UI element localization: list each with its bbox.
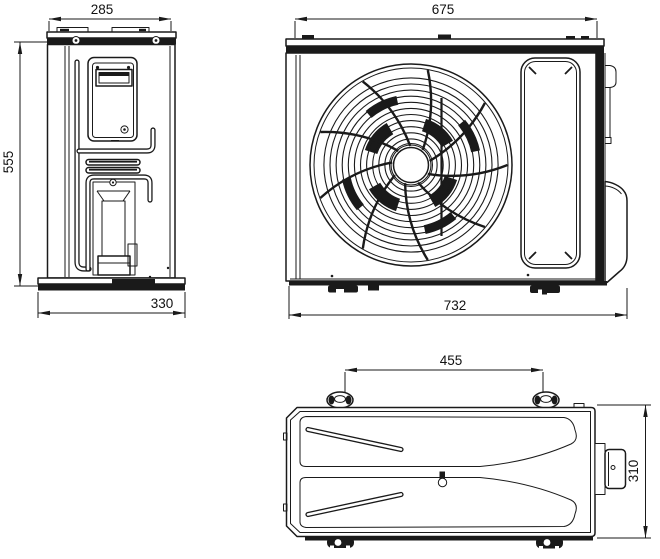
mounting-foot-bolts-top bbox=[326, 391, 560, 409]
fan-grille-rings bbox=[323, 77, 499, 253]
dimension-depth: 310 bbox=[597, 404, 651, 539]
side-view: 285 555 bbox=[1, 2, 186, 318]
front-view: 675 bbox=[285, 2, 628, 319]
fan-blades bbox=[341, 95, 481, 236]
dimension-cabinet-width: 675 bbox=[294, 2, 598, 38]
dim-label-455: 455 bbox=[440, 353, 463, 368]
pipe-cover-panel bbox=[92, 178, 170, 279]
side-base bbox=[37, 277, 186, 291]
dim-label-285: 285 bbox=[91, 2, 114, 17]
side-top-cap bbox=[46, 27, 177, 45]
side-vent-slots bbox=[85, 158, 141, 174]
drain-hole bbox=[437, 471, 448, 488]
fan-grille bbox=[309, 63, 513, 267]
dim-label-732: 732 bbox=[444, 298, 467, 313]
valve-connection bbox=[594, 443, 627, 495]
mounting-foot-bolts-bottom bbox=[305, 536, 593, 549]
dimension-overall-width: 732 bbox=[288, 286, 628, 319]
side-grille-panel bbox=[520, 57, 581, 269]
fan-hub bbox=[396, 150, 426, 180]
side-handle bbox=[604, 65, 617, 144]
base-pan-ribs-upper bbox=[299, 416, 577, 467]
dim-label-555: 555 bbox=[1, 151, 16, 174]
top-view: 455 bbox=[283, 353, 651, 549]
dim-label-330: 330 bbox=[151, 296, 174, 311]
dimension-height: 555 bbox=[1, 41, 47, 287]
dim-label-310: 310 bbox=[626, 460, 641, 483]
electrical-cover-panel bbox=[87, 56, 138, 142]
valve-cover bbox=[604, 180, 628, 285]
fan-grille-spokes bbox=[319, 69, 508, 261]
base-pan-ribs-lower bbox=[299, 477, 577, 528]
side-stamped-channels bbox=[74, 59, 156, 272]
dimension-depth-top: 285 bbox=[48, 2, 172, 31]
dimension-foot-pitch: 455 bbox=[344, 353, 544, 392]
dimension-depth-base: 330 bbox=[37, 292, 186, 318]
front-top-cap bbox=[285, 34, 605, 53]
front-base bbox=[289, 278, 607, 295]
panel-handle bbox=[95, 68, 133, 87]
dim-label-675: 675 bbox=[432, 2, 455, 17]
